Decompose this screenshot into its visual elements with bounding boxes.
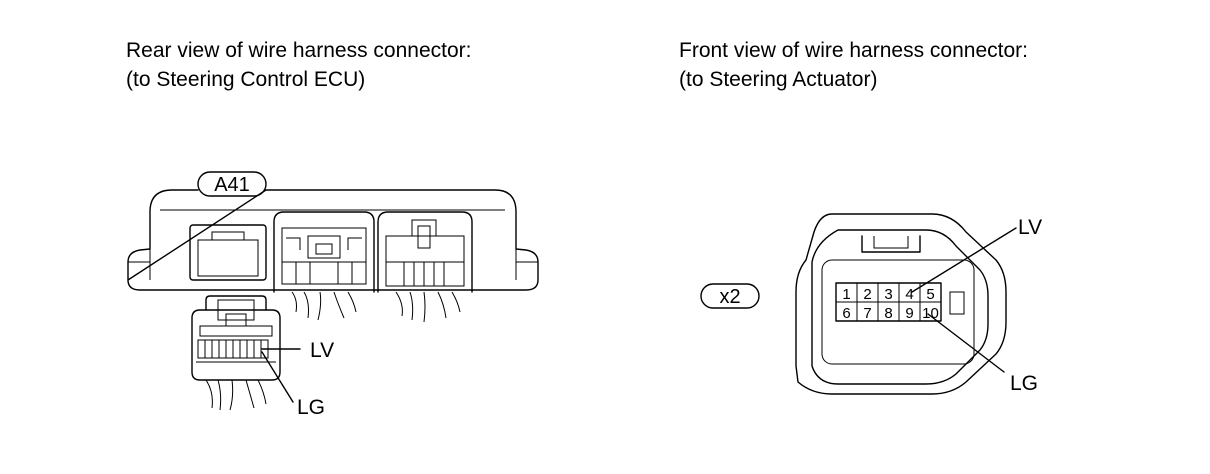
right-caption: Front view of wire harness connector: (t…: [679, 36, 1028, 94]
right-caption-line2: (to Steering Actuator): [679, 68, 878, 91]
label-lg-left: LG: [297, 396, 325, 419]
ecu-connector-drawing: [127, 189, 539, 411]
pin-1: 1: [842, 286, 850, 303]
label-lv-left: LV: [310, 339, 334, 362]
connector-tag-a41: A41: [197, 171, 267, 197]
pin-7: 7: [863, 305, 871, 322]
pin-5: 5: [926, 286, 934, 303]
label-lv-right: LV: [1018, 216, 1042, 239]
right-caption-line1: Front view of wire harness connector:: [679, 39, 1028, 62]
pin-8: 8: [884, 305, 892, 322]
x2-tag: x2: [700, 283, 760, 309]
pin-6: 6: [842, 305, 850, 322]
connector-id-x2: x2: [719, 286, 740, 308]
pin-grid: 1 2 3 4 5 6 7 8 9 10: [835, 282, 942, 322]
label-lg-right: LG: [1010, 372, 1038, 395]
connector-id-a41: A41: [214, 174, 250, 196]
pin-2: 2: [863, 286, 871, 303]
left-caption-line1: Rear view of wire harness connector:: [126, 39, 472, 62]
pin-10: 10: [922, 305, 939, 322]
actuator-connector-drawing: 1 2 3 4 5 6 7 8 9 10: [795, 213, 1017, 395]
left-caption-line2: (to Steering Control ECU): [126, 68, 366, 91]
left-caption: Rear view of wire harness connector: (to…: [126, 36, 472, 94]
pin-9: 9: [905, 305, 913, 322]
pin-4: 4: [905, 286, 913, 303]
pin-3: 3: [884, 286, 892, 303]
